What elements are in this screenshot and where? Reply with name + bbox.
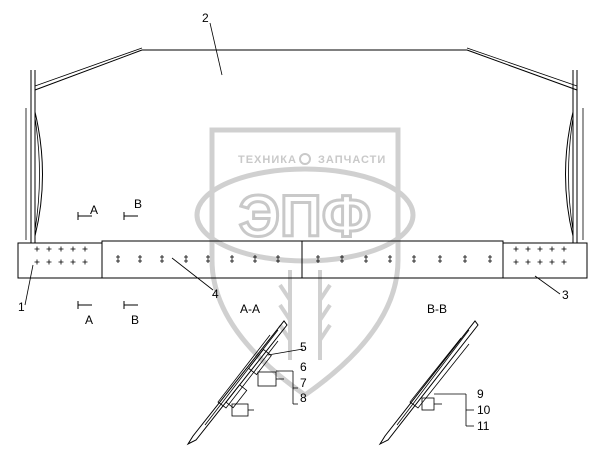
watermark-shield-outline [209,127,401,399]
watermark-text-left: ТЕХНИКА [238,154,297,166]
bolt-hole [116,255,120,263]
callout-8: 8 [300,391,307,405]
bolt-hole [160,255,164,263]
bolt-hole [525,246,531,252]
bolt-hole [34,246,40,252]
side-edge-left [17,242,103,279]
callout-7: 7 [300,376,307,390]
bolt-hole [388,255,392,263]
bolt-hole [46,259,52,265]
callout-5: 5 [300,340,307,354]
leaders-main [24,22,561,306]
watermark-ellipse [194,166,416,264]
callout-6: 6 [300,360,307,374]
bolt-hole [316,255,320,263]
callout-9: 9 [477,387,484,401]
callout-4: 4 [212,287,219,301]
bolt-hole [34,259,40,265]
bolt-hole [82,246,88,252]
section-view-aa: A-A [186,302,304,446]
callout-1: 1 [18,300,25,314]
callout-11: 11 [477,419,490,433]
section-view-bb: B-B [378,302,479,446]
bolt-hole [513,259,519,265]
watermark-big-text: ЭПФ [239,184,371,249]
bolt-hole [82,259,88,265]
wheat-icon [278,270,332,360]
bolt-hole [276,255,280,263]
watermark-text-right: ЗАПЧАСТИ [318,154,386,166]
callout-3: 3 [562,288,569,302]
section-bb-title: B-B [427,302,447,316]
bolt-hole [561,246,567,252]
bolt-hole [58,246,64,252]
bolt-hole [70,259,76,265]
bolt-hole [206,255,210,263]
section-b-top: B [134,197,142,211]
section-markers: A B A B [77,197,142,327]
bolt-hole [46,246,52,252]
bolt-hole [549,246,555,252]
bolt-hole [138,255,142,263]
callout-10: 10 [477,403,491,417]
bolt-hole [513,246,519,252]
bolt-hole [549,259,555,265]
bolt-hole [412,255,416,263]
watermark: ТЕХНИКА ЗАПЧАСТИ ЭПФ [194,127,416,399]
gear-icon [299,153,311,165]
bolt-hole [230,255,234,263]
bolt-hole [58,259,64,265]
callout-2: 2 [202,11,209,25]
blade [25,47,584,243]
bolt-hole [463,255,467,263]
cutting-edges [17,240,588,279]
section-aa-title: A-A [240,302,260,316]
bolt-hole [438,255,442,263]
bolt-hole [340,255,344,263]
bolt-hole [537,246,543,252]
bolt-hole [253,255,257,263]
bolt-hole [364,255,368,263]
section-b-bottom: B [131,313,139,327]
bolt-hole [184,255,188,263]
bolt-holes [34,246,567,265]
bolt-hole [537,259,543,265]
bolt-hole [525,259,531,265]
bolt-hole [488,255,492,263]
callouts: 2 1 4 3 5 6 7 8 9 10 11 [18,11,569,433]
section-a-top: A [90,203,98,217]
side-edge-right [502,242,588,279]
bolt-hole [561,259,567,265]
bolt-hole [70,246,76,252]
section-a-bottom: A [85,313,93,327]
